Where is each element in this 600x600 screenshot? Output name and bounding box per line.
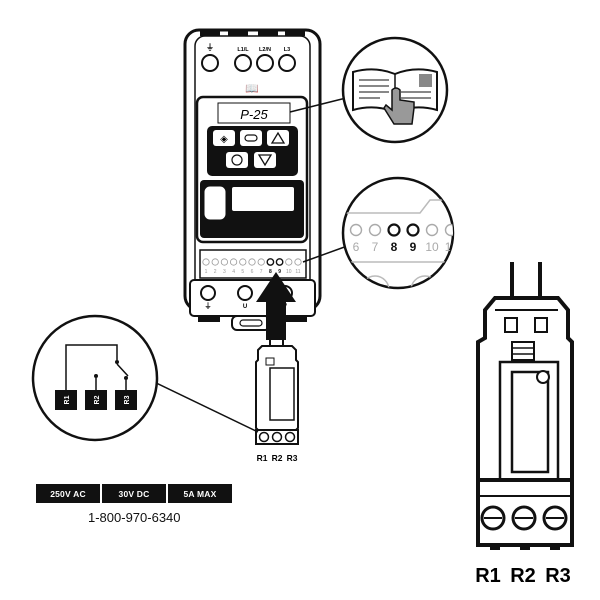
relay-contact-callout: R1 R2 R3 <box>31 314 159 442</box>
manual-callout <box>341 36 449 144</box>
supply-label-l1: L1/L <box>237 47 249 53</box>
relay-ratings-bar: 250V AC 30V DC 5A MAX <box>36 484 232 503</box>
navigate-button[interactable] <box>240 130 262 146</box>
start-button[interactable] <box>213 130 235 146</box>
small-plug-label-r3: R3 <box>287 453 298 463</box>
terminal-number-10: 10 <box>286 269 292 275</box>
zoom-terminal-hole-9 <box>406 223 420 237</box>
down-arrow-icon <box>257 154 273 167</box>
manual-book-icon: 📖 <box>245 83 259 95</box>
start-icon: ◈ <box>220 134 228 145</box>
motor-terminal-u <box>237 285 253 301</box>
zoom-terminal-number-10: 10 <box>425 240 439 254</box>
stop-button[interactable] <box>226 152 248 168</box>
up-arrow-icon <box>270 131 286 144</box>
rating-current-max: 5A MAX <box>183 488 217 499</box>
terminal-hole-2 <box>211 258 219 266</box>
terminal-hole-4 <box>230 258 238 266</box>
terminal-callout-line <box>302 244 351 263</box>
relay-plug-large: R1 R2 R3 <box>475 262 574 587</box>
terminal-hole-8 <box>266 258 275 266</box>
navigate-icon <box>244 134 258 142</box>
terminal-holes <box>202 258 302 266</box>
relay-label-r2: R2 <box>94 395 101 404</box>
zoom-terminal-number-9: 9 <box>410 240 417 254</box>
terminal-hole-11 <box>294 258 302 266</box>
terminal-number-5: 5 <box>241 269 244 275</box>
drive-display: P-25 <box>240 107 268 122</box>
earth-icon-bottom: ⏚ <box>205 302 212 310</box>
terminal-hole-9 <box>275 258 284 266</box>
relay-switch-arm <box>116 363 129 377</box>
terminal-number-11: 11 <box>295 269 300 275</box>
supply-terminal-l3 <box>278 54 296 72</box>
zoom-terminal-hole-10 <box>425 223 439 237</box>
supply-label-l3: L3 <box>284 47 290 53</box>
large-plug-label-r1: R1 <box>475 565 501 587</box>
motor-label-u: U <box>243 304 247 310</box>
terminal-hole-7 <box>257 258 265 266</box>
terminal-hole-10 <box>285 258 293 266</box>
zoom-terminal-hole-7 <box>368 223 382 237</box>
terminal-hole-5 <box>239 258 247 266</box>
small-plug-label-r1: R1 <box>257 453 268 463</box>
terminal-number-1: 1 <box>205 269 208 275</box>
zoom-terminal-hole-8 <box>387 223 401 237</box>
supply-terminal-l2 <box>256 54 274 72</box>
earth-icon: ⏚ <box>206 43 214 52</box>
terminal-number-6: 6 <box>251 269 254 275</box>
earth-terminal-bottom <box>200 285 216 301</box>
terminal-number-8: 8 <box>269 269 272 275</box>
terminal-number-3: 3 <box>223 269 226 275</box>
terminal-hole-1 <box>202 258 210 266</box>
relay-callout-line <box>149 379 259 433</box>
rating-voltage-ac: 250V AC <box>36 484 102 503</box>
support-phone-number: 1-800-970-6340 <box>88 510 181 525</box>
terminal-number-2: 2 <box>214 269 217 275</box>
relay-plug-small: R1 R2 R3 <box>255 332 299 463</box>
small-plug-label-r2: R2 <box>272 453 283 463</box>
relay-label-r1: R1 <box>64 395 71 404</box>
large-plug-label-r3: R3 <box>545 565 571 587</box>
large-plug-label-r2: R2 <box>510 565 536 587</box>
zoom-terminal-number-11: 11 <box>445 240 458 254</box>
terminal-number-4: 4 <box>232 269 235 275</box>
terminal-number-9: 9 <box>278 269 281 275</box>
terminal-hole-3 <box>220 258 228 266</box>
zoom-terminal-number-7: 7 <box>372 240 379 254</box>
zoom-terminal-hole-6 <box>349 223 363 237</box>
terminal-number-7: 7 <box>260 269 263 275</box>
zoom-terminal-hole-11 <box>444 223 453 237</box>
rating-voltage-dc: 30V DC <box>102 484 168 503</box>
stop-icon <box>231 154 243 166</box>
relay-common-wire <box>65 344 118 390</box>
pointing-hand-icon <box>383 87 415 125</box>
supply-terminal-l1 <box>234 54 252 72</box>
terminal-hole-6 <box>248 258 256 266</box>
earth-terminal-top <box>201 54 219 72</box>
relay-label-r3: R3 <box>124 395 131 404</box>
manual-callout-line <box>289 96 351 113</box>
zoom-terminal-number-8: 8 <box>391 240 398 254</box>
insert-arrow-icon <box>256 272 296 340</box>
zoom-terminal-number-6: 6 <box>353 240 360 254</box>
supply-label-l2: L2/N <box>259 47 271 53</box>
